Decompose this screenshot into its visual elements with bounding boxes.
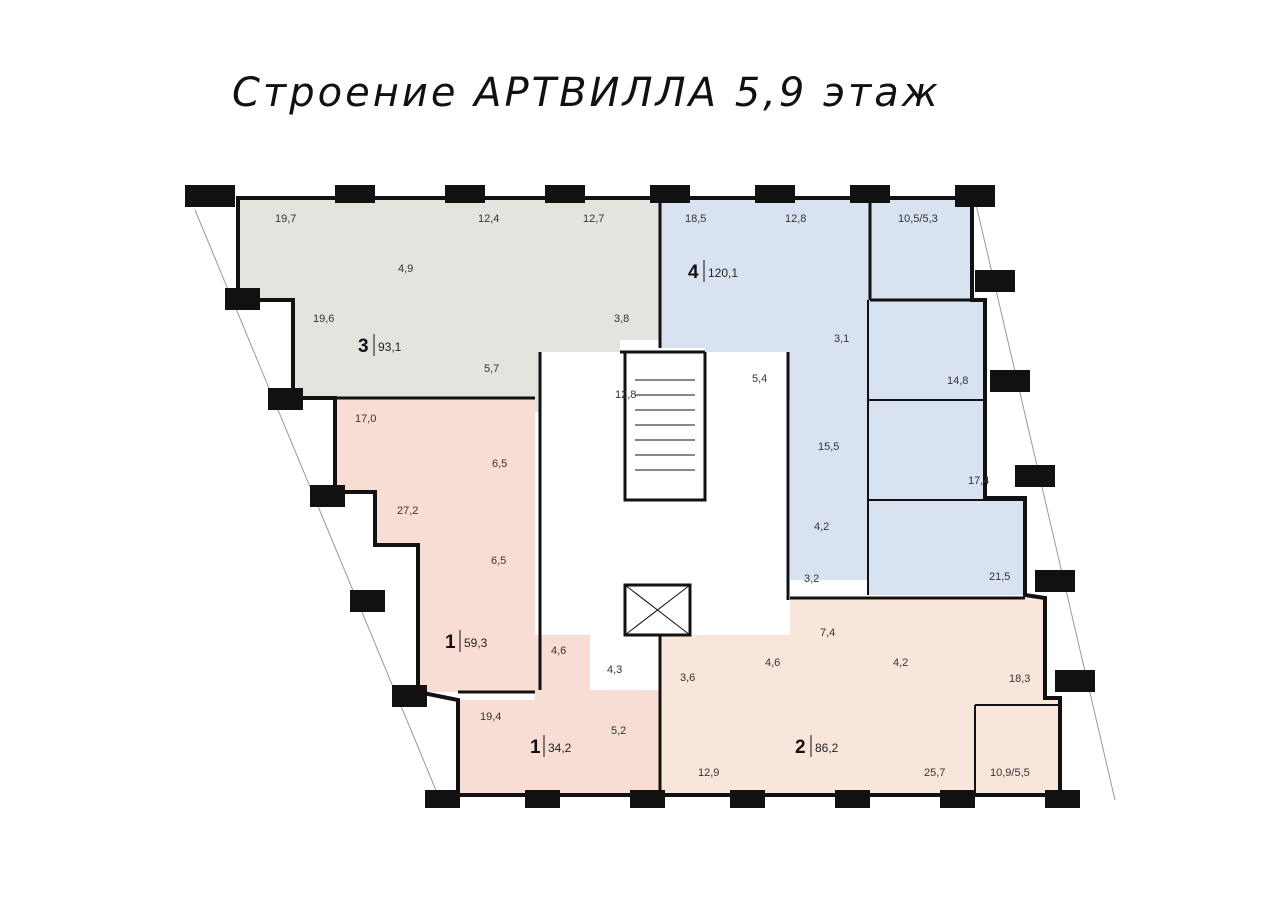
room-area: 19,6 <box>313 313 334 325</box>
unit-4-number: 4 <box>688 262 699 283</box>
page-title: Строение АРТВИЛЛА 5,9 этаж <box>232 70 941 116</box>
unit-3-number: 3 <box>358 336 369 357</box>
room-area: 18,3 <box>1009 673 1030 685</box>
pier <box>335 185 375 203</box>
unit-3-area: 93,1 <box>378 340 402 354</box>
room-area: 4,9 <box>398 263 413 275</box>
pier <box>1055 670 1095 692</box>
room-area: 5,2 <box>611 725 626 737</box>
pier <box>955 185 995 207</box>
room-area: 25,7 <box>924 767 945 779</box>
unit-4[interactable] <box>660 198 1025 595</box>
pier <box>310 485 345 507</box>
pier <box>1015 465 1055 487</box>
rooms-unit-2: 3,2 7,4 4,2 18,3 3,6 4,6 12,9 25,7 10,9/… <box>680 573 1030 779</box>
room-area: 18,5 <box>685 213 706 225</box>
room-area: 5,4 <box>752 373 767 385</box>
unit-2-area: 86,2 <box>815 741 839 755</box>
room-area: 4,6 <box>551 645 566 657</box>
unit-4-fill <box>660 198 1025 595</box>
wall-u4-inner <box>868 198 985 302</box>
room-area: 15,5 <box>818 441 839 453</box>
room-area: 4,6 <box>765 657 780 669</box>
room-area: 12,8 <box>615 389 636 401</box>
room-area: 3,1 <box>834 333 849 345</box>
pier <box>350 590 385 612</box>
unit-2[interactable] <box>660 598 1060 795</box>
rooms-unit-4: 18,5 12,8 10,5/5,3 3,1 5,4 14,8 15,5 17,… <box>685 213 1010 583</box>
room-area: 12,7 <box>583 213 604 225</box>
wall-balcony <box>974 704 1060 795</box>
unit-1-small[interactable] <box>458 635 660 795</box>
unit-2-number: 2 <box>795 737 806 758</box>
pier <box>990 370 1030 392</box>
pier <box>630 790 665 808</box>
room-area: 4,2 <box>893 657 908 669</box>
pier <box>850 185 890 203</box>
pier <box>730 790 765 808</box>
elevator-cross <box>624 584 691 636</box>
room-area: 12,9 <box>698 767 719 779</box>
pier <box>650 185 690 203</box>
stairs <box>624 379 695 636</box>
rooms-unit-1-small: 4,6 4,3 19,4 5,2 <box>480 645 626 737</box>
room-area: 4,3 <box>607 664 622 676</box>
unit-1-large-area: 59,3 <box>464 636 488 650</box>
room-area: 6,5 <box>491 555 506 567</box>
pier <box>525 790 560 808</box>
rooms-unit-3: 19,7 12,4 12,7 4,9 19,6 3,8 5,7 12,8 <box>275 213 636 401</box>
pier <box>835 790 870 808</box>
pier <box>225 288 260 310</box>
pier <box>425 790 460 808</box>
unit-1-small-area: 34,2 <box>548 741 572 755</box>
building-core <box>540 352 788 635</box>
rooms-unit-1-large: 17,0 6,5 27,2 6,5 <box>355 413 507 567</box>
pier <box>755 185 795 203</box>
unit-1-large[interactable] <box>335 398 535 692</box>
pier <box>185 185 235 207</box>
unit-4-area: 120,1 <box>708 266 738 280</box>
wall-u4-rooms <box>867 300 1025 595</box>
unit-1-large-fill <box>335 398 535 692</box>
unit-1-large-number: 1 <box>445 632 456 653</box>
unit-1-small-number: 1 <box>530 737 541 758</box>
pier <box>445 185 485 203</box>
unit-2-fill <box>660 598 1060 795</box>
room-area: 4,2 <box>814 521 829 533</box>
room-area: 5,7 <box>484 363 499 375</box>
room-area: 17,0 <box>355 413 376 425</box>
room-area: 27,2 <box>397 505 418 517</box>
facade-line-right <box>974 199 1116 801</box>
room-area: 12,8 <box>785 213 806 225</box>
pier <box>545 185 585 203</box>
room-area: 19,7 <box>275 213 296 225</box>
pier <box>975 270 1015 292</box>
room-area: 19,4 <box>480 711 501 723</box>
room-area: 12,4 <box>478 213 499 225</box>
room-area: 3,8 <box>614 313 629 325</box>
window-piers <box>185 185 1095 808</box>
room-area: 3,6 <box>680 672 695 684</box>
pier <box>1035 570 1075 592</box>
room-area: 21,5 <box>989 571 1010 583</box>
stair-shaft <box>623 352 707 502</box>
pier <box>940 790 975 808</box>
unit-1-small-fill <box>458 635 660 795</box>
pier <box>392 685 427 707</box>
room-area: 3,2 <box>804 573 819 585</box>
room-area: 17,4 <box>968 475 989 487</box>
room-area: 6,5 <box>492 458 507 470</box>
core-area <box>540 352 788 635</box>
room-area: 7,4 <box>820 627 835 639</box>
room-area: 14,8 <box>947 375 968 387</box>
room-area: 10,9/5,5 <box>990 767 1030 779</box>
unit-labels: 3 93,1 4 120,1 1 59,3 1 34,2 2 86,2 <box>358 260 839 758</box>
pier <box>268 388 303 410</box>
stair-steps <box>635 379 695 471</box>
pier <box>1045 790 1080 808</box>
room-area: 10,5/5,3 <box>898 213 938 225</box>
